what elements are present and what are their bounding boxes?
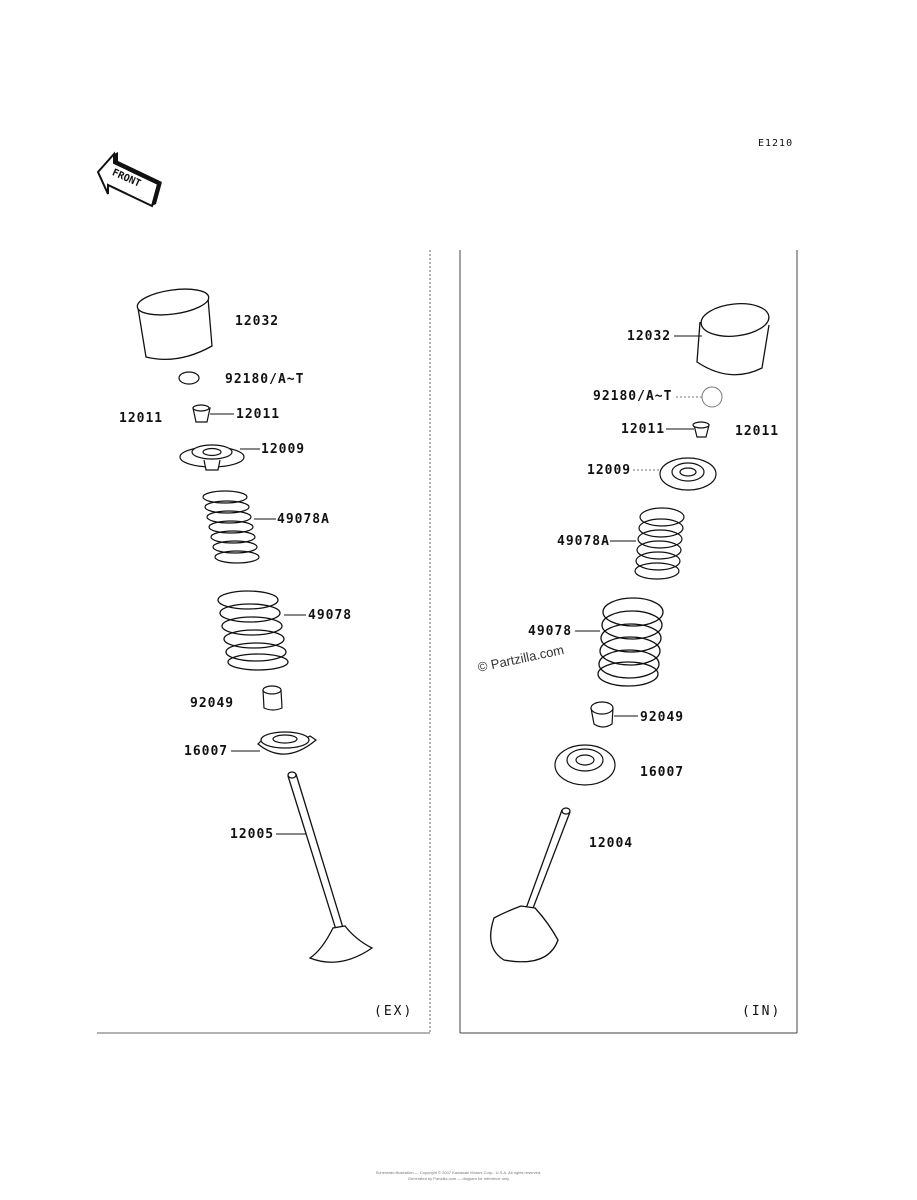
in-keeper-left-label: 12011 [621,422,666,437]
ex-inner-spring [202,490,260,564]
ex-lifter-label: 12032 [235,314,280,329]
ex-panel-tag: (EX) [374,1004,414,1019]
ex-valve [287,771,374,963]
in-retainer-label: 12009 [587,463,632,478]
in-inner-spring-label: 49078A [557,534,610,549]
ex-inner-spring-label: 49078A [277,512,330,527]
ex-shim-label: 92180/A~T [225,372,305,387]
in-panel-tag: (IN) [742,1004,782,1019]
ex-spring-seat [257,731,317,755]
ex-outer-spring-label: 49078 [308,608,353,623]
footer-line-1: Schematic illustration — Copyright © 200… [375,1170,542,1175]
ex-keeper-right-label: 12011 [236,407,281,422]
front-arrow-icon: FRONT [96,151,162,208]
in-keeper [692,421,710,438]
ex-retainer-label: 12009 [261,442,306,457]
in-inner-spring [634,507,685,580]
in-valve-label: 12004 [589,836,634,851]
in-lifter [696,303,770,376]
in-stem-seal-label: 92049 [640,710,685,725]
ex-keeper-left-label: 12011 [119,411,164,426]
in-retainer [659,457,717,491]
in-shim-label: 92180/A~T [593,389,673,404]
in-spring-seat [554,744,616,786]
diagram-code: E1210 [758,138,794,149]
in-keeper-right-label: 12011 [735,424,780,439]
ex-stem-seal-label: 92049 [190,696,235,711]
in-shim [701,386,723,408]
ex-stem-seal [262,685,283,711]
ex-keeper [192,404,211,423]
intake-panel-frame [459,250,798,1034]
in-lifter-label: 12032 [627,329,672,344]
in-valve [490,807,571,963]
in-spring-seat-label: 16007 [640,765,685,780]
ex-spring-seat-label: 16007 [184,744,229,759]
ex-shim [178,371,200,385]
ex-retainer [179,444,245,471]
ex-valve-label: 12005 [230,827,275,842]
ex-lifter [136,288,213,360]
ex-outer-spring [217,590,289,671]
in-outer-spring-label: 49078 [528,624,573,639]
exhaust-panel-frame [97,250,431,1034]
in-outer-spring [597,597,664,687]
in-stem-seal [590,701,614,728]
footer-line-2: Generated by Partzilla.com — diagram for… [407,1176,510,1181]
